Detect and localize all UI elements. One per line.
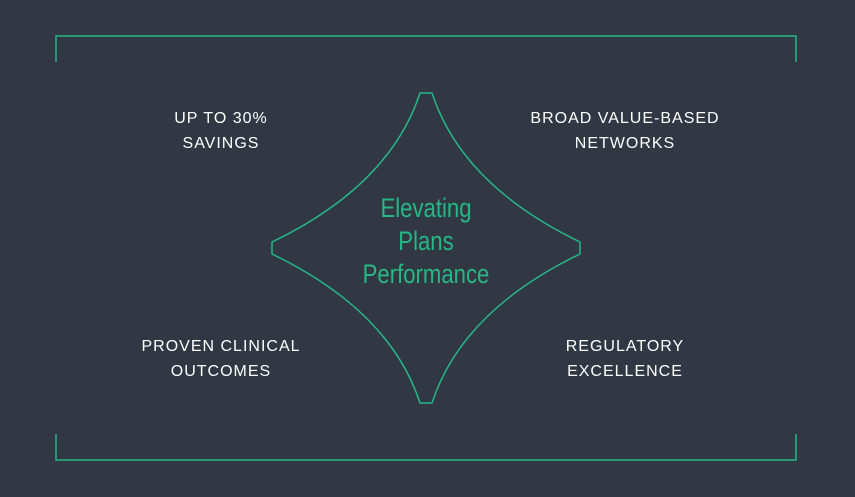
quadrant-label-regulatory: REGULATORY EXCELLENCE: [505, 334, 745, 384]
quadrant-label-line: NETWORKS: [574, 135, 676, 152]
center-title-line: Performance: [362, 259, 490, 289]
quadrant-label-line: BROAD VALUE-BASED: [530, 110, 720, 127]
four-point-star-shape: [271, 92, 581, 404]
quadrant-label-line: REGULATORY: [565, 338, 685, 355]
center-title-line: Elevating: [380, 193, 472, 223]
quadrant-label-networks: BROAD VALUE-BASED NETWORKS: [505, 106, 745, 156]
center-title: Elevating Plans Performance: [344, 192, 508, 291]
quadrant-label-line: EXCELLENCE: [567, 363, 683, 380]
quadrant-label-line: UP TO 30%: [174, 110, 268, 127]
quadrant-label-line: OUTCOMES: [170, 363, 272, 380]
top-frame-bracket: [55, 35, 797, 62]
center-title-line: Plans: [398, 226, 454, 256]
quadrant-label-savings: UP TO 30% SAVINGS: [101, 106, 341, 156]
quadrant-label-line: SAVINGS: [182, 135, 260, 152]
quadrant-label-line: PROVEN CLINICAL: [141, 338, 301, 355]
bottom-frame-bracket: [55, 434, 797, 461]
quadrant-label-clinical-outcomes: PROVEN CLINICAL OUTCOMES: [101, 334, 341, 384]
